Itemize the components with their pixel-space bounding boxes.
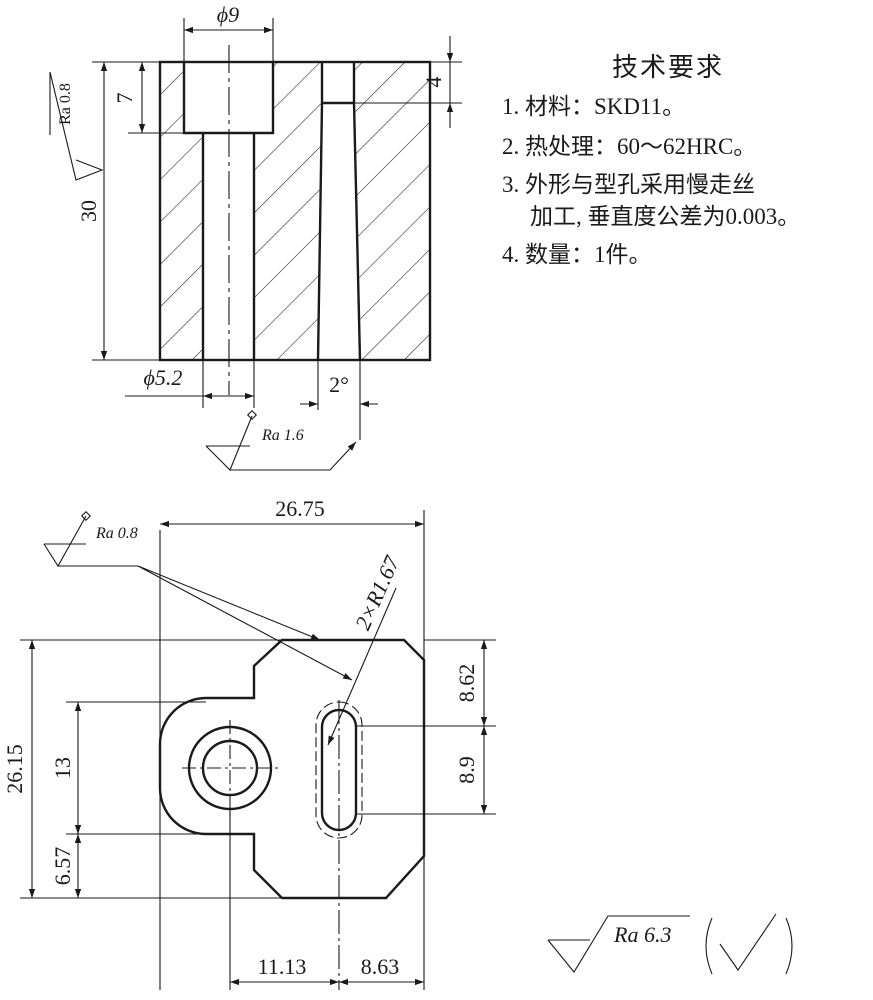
dim-slot-top: 8.62: [454, 664, 479, 703]
leader-ra-bottom: [329, 441, 357, 471]
dim-width: 26.75: [275, 496, 325, 521]
roughness-symbol-left: [49, 71, 104, 181]
dim-total-height: 26.15: [2, 744, 27, 794]
dim-left-offset: 11.13: [258, 954, 307, 979]
dim-radius: 2×R1.67: [350, 551, 405, 633]
ra-general: Ra 6.3: [613, 922, 671, 947]
general-roughness: Ra 6.3: [547, 913, 793, 975]
requirement-2: 2. 热处理：60～62HRC。: [502, 134, 756, 159]
leader-ra-top-1: [137, 565, 321, 641]
leader-radius: [327, 587, 397, 746]
dim-boss-height: 13: [50, 757, 75, 779]
part-outline: [158, 638, 426, 900]
technical-requirements: 技术要求 1. 材料：SKD11。 2. 热处理：60～62HRC。 3. 外形…: [502, 53, 800, 267]
dim-slot-length: 8.9: [454, 756, 479, 784]
paren-left: [705, 917, 713, 975]
requirement-3: 3. 外形与型孔采用慢走丝: [502, 172, 755, 197]
block-outline: [158, 60, 432, 362]
hatch-left: [160, 62, 203, 360]
paren-right: [785, 917, 793, 975]
requirement-4: 4. 数量：1件。: [502, 242, 652, 267]
hatch-middle: [254, 62, 322, 360]
requirement-3-cont: 加工, 垂直度公差为0.003。: [530, 204, 800, 229]
dim-right-offset: 8.63: [361, 954, 400, 979]
taper-right-wall: [352, 102, 362, 361]
dim-bottom-offset: 6.57: [50, 847, 75, 886]
section-view: ϕ9 7 4 30 Ra 0.8 ϕ5.2 2°: [49, 2, 462, 471]
requirements-title: 技术要求: [612, 53, 724, 82]
dim-counterbore-depth: 7: [112, 93, 137, 104]
dim-taper-depth: 4: [421, 77, 446, 88]
dim-counterbore-dia: ϕ9: [217, 2, 239, 27]
dim-hole-dia: ϕ5.2: [144, 365, 183, 390]
plan-view: 26.75 Ra 0.8 2×R1.67 26.15 13 6.57 8.62 …: [2, 496, 496, 990]
roughness-symbol-bottom: [205, 415, 253, 471]
hatch-right: [354, 62, 430, 360]
dim-taper-angle: 2°: [329, 372, 349, 397]
check-mark-icon: [719, 913, 777, 971]
ra-left: Ra 0.8: [57, 83, 74, 125]
roughness-symbol-top: [43, 515, 87, 568]
leader-ra-top-2: [137, 565, 353, 681]
dim-height: 30: [76, 200, 101, 222]
ra-top: Ra 0.8: [95, 525, 138, 542]
taper-left-wall: [316, 102, 324, 361]
requirement-1: 1. 材料：SKD11。: [502, 94, 685, 119]
roughness-symbol-general: [547, 915, 690, 973]
ra-bottom: Ra 1.6: [261, 427, 304, 444]
